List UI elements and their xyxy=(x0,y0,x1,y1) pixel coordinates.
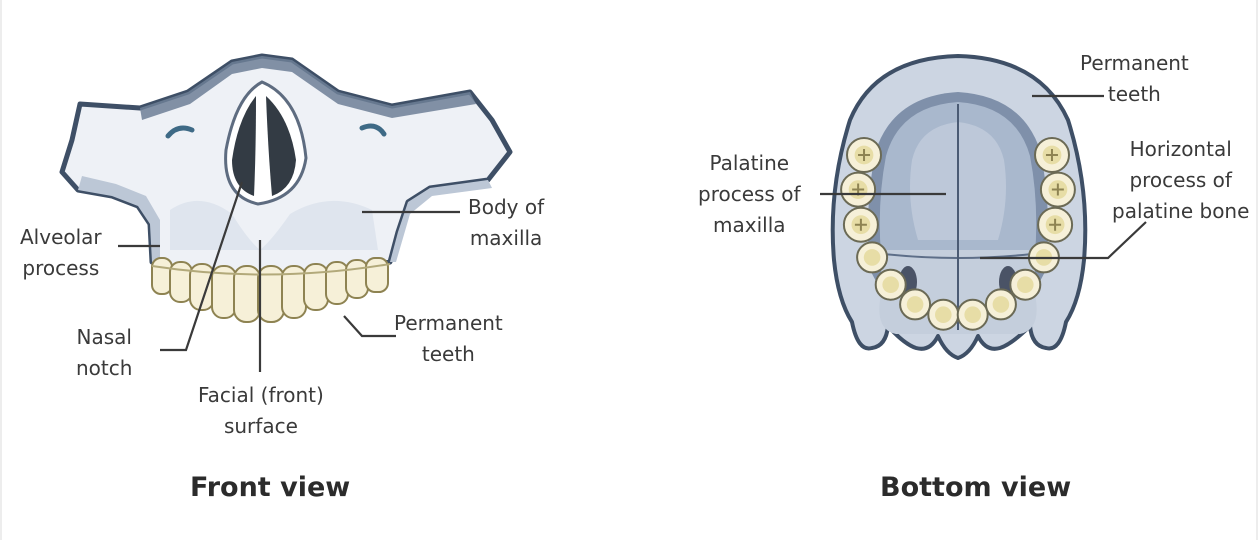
caption-bottom-view: Bottom view xyxy=(880,472,1072,503)
nasal-cavity-right xyxy=(266,96,296,196)
arch-tooth-crown xyxy=(935,306,952,324)
leader-nasal-notch xyxy=(160,181,244,352)
front-lateral-shade-right xyxy=(390,180,492,262)
arch-tooth-crown xyxy=(906,296,924,313)
right-border xyxy=(1256,0,1258,540)
arch-tooth-crown xyxy=(882,276,899,294)
front-top-rim xyxy=(140,56,476,120)
arch-tooth-crown xyxy=(964,306,981,324)
leader-permanent-front xyxy=(343,315,396,338)
arch-molar-fissure xyxy=(854,218,867,231)
label-facial-surface: Facial (front)surface xyxy=(198,383,324,438)
front-teeth xyxy=(151,257,389,323)
arch-molar-fissure xyxy=(1049,218,1062,231)
orbit-rim-left xyxy=(165,125,195,139)
caption-front-view: Front view xyxy=(190,472,351,503)
left-border xyxy=(0,0,2,540)
arch-molar-fissure xyxy=(1045,148,1058,161)
front-gum-line xyxy=(151,263,391,276)
front-lateral-shade-left xyxy=(78,176,160,262)
bottom-view-palate xyxy=(830,54,1088,360)
leader-horizontal-process xyxy=(980,221,1147,260)
front-view-maxilla xyxy=(59,53,513,323)
arch-tooth-crown xyxy=(1017,276,1034,294)
arch-tooth-crown xyxy=(992,296,1010,313)
leader-lines xyxy=(118,94,1147,372)
orbit-rim-right xyxy=(359,123,387,137)
nasal-cavity-left xyxy=(232,96,256,196)
arch-tooth-crown xyxy=(863,249,881,266)
arch-molar-fissure xyxy=(1051,183,1064,196)
arch-molar-fissure xyxy=(858,148,871,161)
bottom-arch-teeth xyxy=(840,137,1076,331)
front-facial-shade xyxy=(170,200,378,250)
